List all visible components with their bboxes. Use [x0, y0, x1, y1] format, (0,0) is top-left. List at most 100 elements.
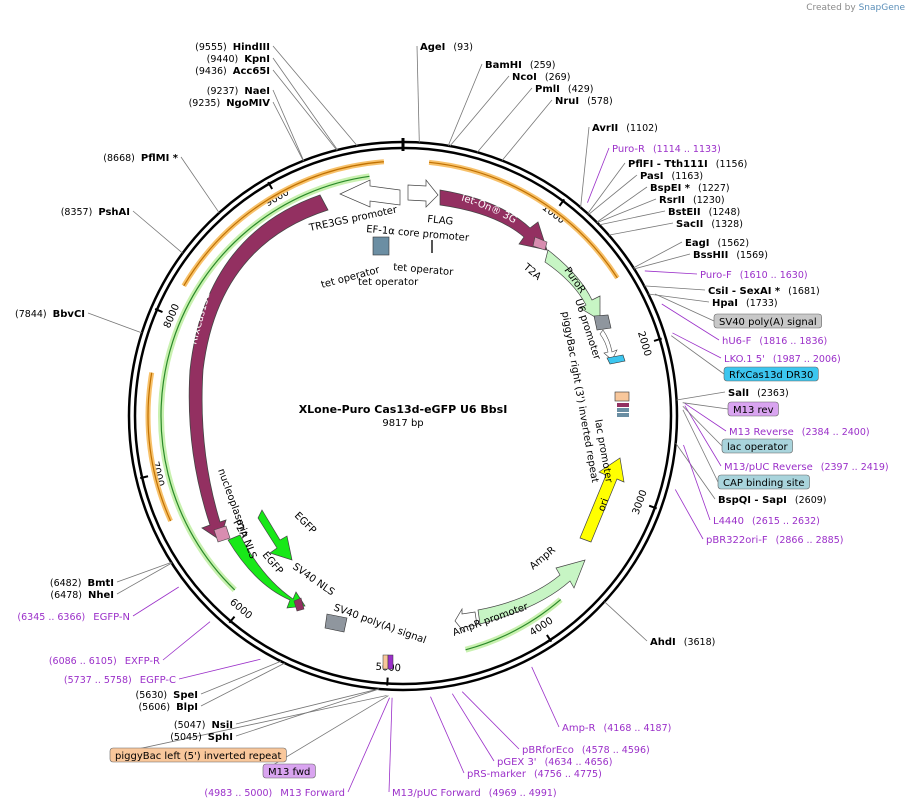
u6-promoter-feature[interactable] — [593, 314, 612, 331]
leader-18 — [599, 210, 666, 226]
enzyme-17[interactable]: RsrII(1230) — [659, 195, 725, 206]
mcs-mark-3 — [617, 413, 629, 417]
leader-7 — [87, 312, 143, 334]
enzyme-2[interactable]: (9436)Acc65I — [195, 66, 270, 77]
box-2[interactable] — [727, 401, 779, 417]
tick-6000 — [228, 615, 236, 624]
sv40-polya-feature[interactable] — [324, 613, 348, 633]
enzyme-19[interactable]: SacII(1328) — [676, 219, 743, 230]
rfxcas13d-dr30-feature[interactable] — [606, 354, 626, 365]
enzyme-11[interactable]: PmlI(429) — [535, 84, 593, 95]
enzyme-8[interactable]: AgeI(93) — [420, 42, 473, 53]
tre3gs-promoter-feature[interactable] — [339, 179, 401, 208]
enzyme-26[interactable]: AhdI(3618) — [650, 637, 715, 648]
box-1[interactable] — [723, 366, 819, 382]
enzyme-18[interactable]: BstEII(1248) — [668, 207, 740, 218]
enzyme-29[interactable]: (5630)SpeI — [136, 690, 198, 701]
primer-leader-14 — [132, 586, 179, 617]
ori-feature[interactable] — [579, 457, 625, 543]
primer-0[interactable]: Puro-R(1114 .. 1133) — [612, 144, 721, 155]
enzyme-16[interactable]: BspEI *(1227) — [650, 183, 730, 194]
enzyme-22[interactable]: CsiI - SexAI *(1681) — [708, 286, 820, 297]
orange-arc-2-edge[interactable] — [147, 372, 172, 522]
enzyme-14[interactable]: PflFI - Tth111I(1156) — [628, 159, 747, 170]
p2a-feature[interactable] — [213, 525, 231, 543]
enzyme-13[interactable]: AvrII(1102) — [592, 123, 658, 134]
primer-9[interactable]: pBRforEco(4578 .. 4596) — [522, 745, 650, 756]
snapgene-credit: Created by SnapGene — [806, 3, 905, 13]
sv40-nls-feature[interactable] — [293, 597, 305, 612]
leader-20 — [633, 241, 683, 269]
enzyme-3[interactable]: (9237)NaeI — [207, 86, 270, 97]
enzyme-10[interactable]: NcoI(269) — [512, 72, 570, 83]
enzyme-0[interactable]: (9555)HindIII — [195, 42, 270, 53]
primer-4[interactable]: M13 Reverse(2384 .. 2400) — [729, 427, 870, 438]
orange-arc-3-edge[interactable] — [183, 161, 384, 287]
enzyme-25[interactable]: BspQI - SapI(2609) — [718, 495, 827, 506]
t2a-feature[interactable] — [532, 236, 548, 251]
enzyme-21[interactable]: BssHII(1569) — [693, 250, 768, 261]
enzyme-9[interactable]: BamHI(259) — [485, 60, 555, 71]
enzyme-15[interactable]: PasI(1163) — [640, 171, 703, 182]
ampr-promoter-feature[interactable] — [454, 607, 478, 633]
primer-6[interactable]: L4440(2615 .. 2632) — [713, 516, 820, 527]
tick-7000 — [140, 475, 149, 480]
primer-leader-9 — [461, 691, 520, 750]
enzyme-30[interactable]: (5606)BlpI — [138, 702, 198, 713]
primer-12[interactable]: M13/pUC Forward(4969 .. 4991) — [392, 788, 557, 799]
primer-14[interactable]: (6345 .. 6366)EGFP-N — [17, 612, 130, 623]
leader-28 — [116, 562, 172, 595]
ef1a-promoter-feature[interactable] — [407, 179, 439, 208]
sv40-polya-label: SV40 poly(A) signal — [332, 602, 428, 646]
orange-arc-1[interactable] — [428, 159, 620, 280]
primer-10[interactable]: pGEX 3'(4634 .. 4656) — [497, 757, 612, 768]
leader-25 — [675, 442, 716, 500]
piggybac-right-feature[interactable] — [614, 391, 630, 402]
enzyme-12[interactable]: NruI(578) — [555, 96, 613, 107]
primer-15[interactable]: (6086 .. 6105)EXFP-R — [49, 656, 160, 667]
orange-arc-1-edge[interactable] — [429, 161, 618, 279]
tet-operator-block[interactable] — [372, 236, 390, 256]
enzyme-32[interactable]: (5045)SphI — [170, 732, 233, 743]
leader-27 — [116, 562, 172, 583]
box-6[interactable] — [262, 763, 316, 779]
primer-16[interactable]: (5737 .. 5758)EGFP-C — [64, 675, 176, 686]
tick-label-6000: 6000 — [227, 597, 254, 622]
leader-24 — [676, 391, 726, 401]
enzyme-23[interactable]: HpaI(1733) — [712, 298, 778, 309]
primer-5[interactable]: M13/pUC Reverse(2397 .. 2419) — [724, 462, 889, 473]
piggybac-left-feature[interactable] — [382, 654, 389, 670]
enzyme-20[interactable]: EagI(1562) — [685, 238, 749, 249]
primer-11[interactable]: pRS-marker(4756 .. 4775) — [467, 769, 602, 780]
primer-1[interactable]: Puro-F(1610 .. 1630) — [700, 270, 808, 281]
enzyme-24[interactable]: SalI(2363) — [728, 388, 789, 399]
enzyme-7[interactable]: (7844)BbvCI — [15, 309, 85, 320]
egfp-feature-2[interactable] — [257, 509, 293, 561]
box-4[interactable] — [717, 474, 810, 490]
box-3[interactable] — [721, 438, 793, 454]
leader-6 — [132, 210, 183, 254]
enzyme-28[interactable]: (6478)NheI — [50, 590, 114, 601]
tick-2000 — [653, 337, 662, 342]
ori-label: ori — [596, 497, 611, 513]
primer-8[interactable]: Amp-R(4168 .. 4187) — [562, 723, 671, 734]
m13-fwd-feature[interactable] — [387, 654, 394, 670]
green-arc-1-edge[interactable] — [160, 175, 370, 591]
tick-4000 — [546, 634, 553, 643]
box-label-6: M13 fwd — [268, 767, 310, 778]
green-arc-2-edge[interactable] — [465, 599, 562, 651]
u6-arrow[interactable] — [599, 329, 618, 361]
enzyme-5[interactable]: (8668)PflMI * — [103, 153, 178, 164]
box-0[interactable] — [713, 313, 822, 329]
enzyme-6[interactable]: (8357)PshAI — [61, 207, 130, 218]
primer-7[interactable]: pBR322ori-F(2866 .. 2885) — [706, 535, 843, 546]
primer-2[interactable]: hU6-F(1816 .. 1836) — [722, 336, 827, 347]
ampr-feature[interactable] — [477, 559, 586, 625]
primer-13[interactable]: (4983 .. 5000)M13 Forward — [204, 788, 345, 799]
enzyme-27[interactable]: (6482)BmtI — [50, 578, 114, 589]
primer-3[interactable]: LKO.1 5'(1987 .. 2006) — [724, 354, 841, 365]
enzyme-31[interactable]: (5047)NsiI — [174, 720, 233, 731]
enzyme-1[interactable]: (9440)KpnI — [207, 54, 270, 65]
enzyme-4[interactable]: (9235)NgoMIV — [189, 98, 271, 109]
box-5[interactable] — [109, 747, 287, 763]
